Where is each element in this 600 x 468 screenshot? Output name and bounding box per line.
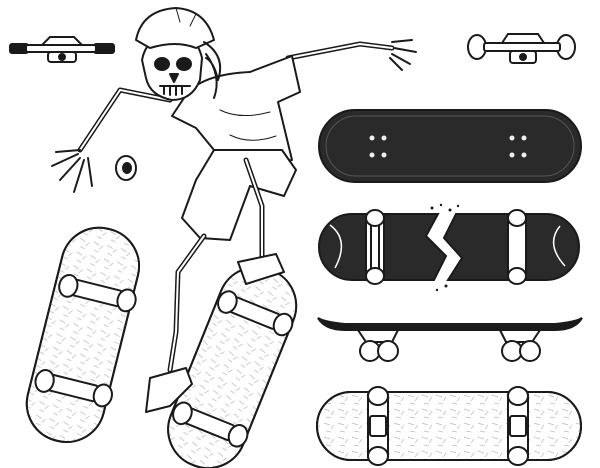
deck-top-view [318,109,582,183]
skeleton-arm-right [285,39,417,71]
truck-top-left [9,36,115,63]
skeleton-cap [135,7,215,49]
board-under-skeleton [167,266,298,468]
skeleton-head [135,7,222,101]
skeleton-shorts [181,149,297,241]
deck-side-view [317,317,583,362]
skeleton-shoe-left [145,367,193,413]
deck-bottom-view [316,386,582,466]
skeleton-legs [167,157,265,373]
skeleton-arm-left [51,87,173,193]
board-tilted-left [25,226,141,443]
loose-wheel [115,155,137,181]
skeleton-shoe-right [237,253,285,285]
truck-top-right [467,33,576,64]
skeleton-skater [51,7,417,413]
deck-broken [318,203,580,292]
